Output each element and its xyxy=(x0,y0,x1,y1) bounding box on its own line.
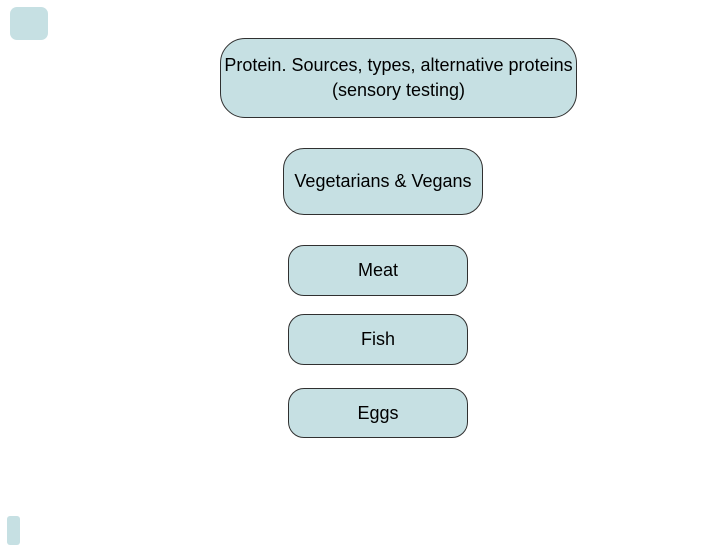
box-fish: Fish xyxy=(288,314,468,365)
title-line-1: Protein. Sources, types, alternative pro… xyxy=(224,55,573,75)
box-label: Fish xyxy=(360,329,395,349)
box-label: Meat xyxy=(357,260,399,280)
box-eggs: Eggs xyxy=(288,388,468,438)
decorative-shape-top-left xyxy=(10,7,48,40)
title-box: Protein. Sources, types, alternative pro… xyxy=(220,38,577,118)
box-label: Eggs xyxy=(357,402,399,423)
box-label: Vegetarians & Vegans xyxy=(294,171,472,191)
decorative-shape-bottom-left xyxy=(7,516,20,545)
title-line-2: (sensory testing) xyxy=(331,80,466,100)
box-vegetarians-vegans: Vegetarians & Vegans xyxy=(283,148,483,215)
box-meat: Meat xyxy=(288,245,468,296)
